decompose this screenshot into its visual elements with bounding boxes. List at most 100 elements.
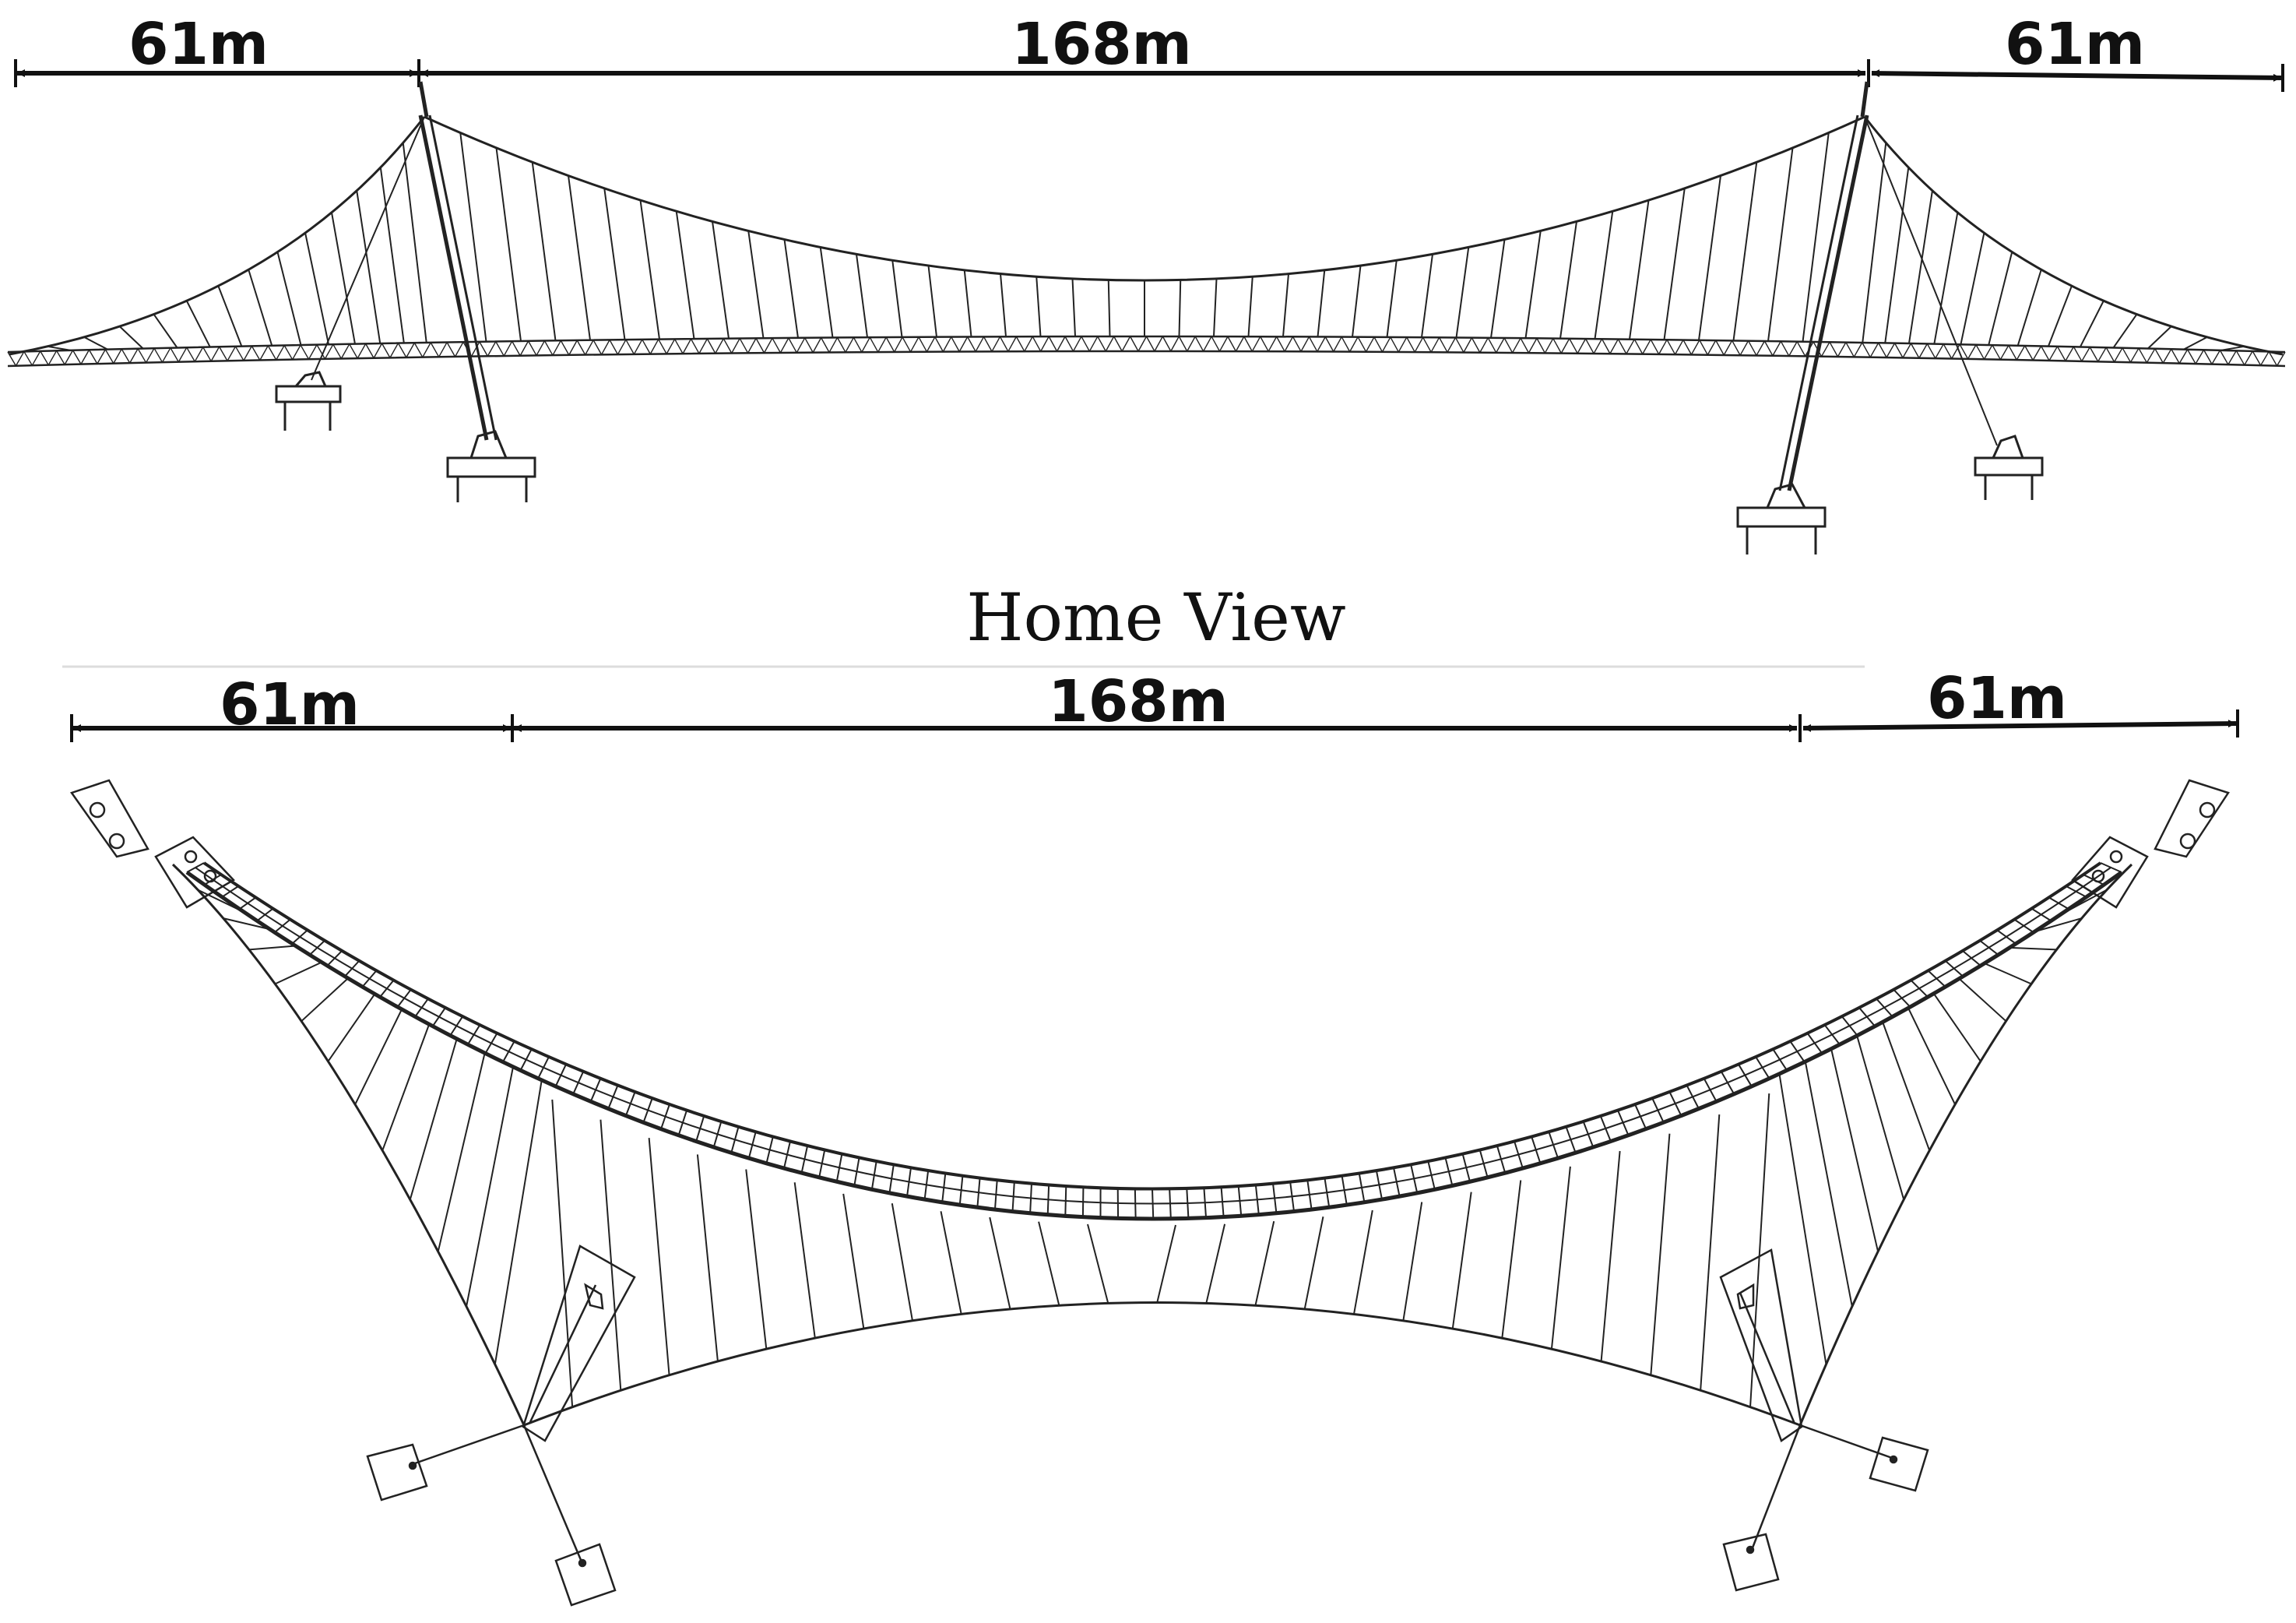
elevation-structure — [8, 82, 2285, 554]
elevation-truss-member — [2082, 347, 2090, 361]
elevation-truss-member — [699, 339, 707, 354]
elevation-truss-member — [203, 347, 211, 361]
elevation-truss-member — [520, 341, 528, 356]
elevation-pylon-top-left — [420, 82, 427, 117]
elevation-truss-member — [2220, 350, 2227, 364]
elevation-hanger — [1249, 276, 1253, 336]
elevation-hanger — [1109, 280, 1110, 336]
elevation-truss-member — [585, 340, 593, 355]
elevation-truss-member — [1789, 342, 1797, 357]
elevation-hanger — [305, 233, 329, 344]
plan-cable-left — [173, 864, 524, 1425]
elevation-truss-member — [447, 343, 455, 357]
elevation-span-label-left: 61m — [128, 11, 269, 78]
elevation-truss-member — [732, 339, 740, 354]
elevation-truss-member — [1903, 343, 1911, 357]
elevation-truss-member — [1382, 337, 1390, 352]
elevation-truss-member — [374, 343, 381, 358]
elevation-truss-member — [1471, 338, 1479, 353]
elevation-truss-member — [2033, 346, 2041, 360]
plan-hanger — [1750, 1093, 1769, 1407]
elevation-truss-member — [1943, 344, 1951, 359]
elevation-truss-member — [902, 337, 910, 352]
elevation-hanger — [187, 301, 210, 347]
plan-abutment-right-outer — [2155, 780, 2228, 857]
elevation-pier-left-main — [448, 431, 535, 502]
plan-hanger — [552, 1100, 572, 1407]
plan-hanger — [2009, 948, 2056, 949]
elevation-truss-member — [309, 345, 317, 360]
plan-hanger — [1883, 1023, 1929, 1151]
plan-hanger — [438, 1053, 485, 1252]
elevation-hanger — [1036, 276, 1040, 336]
elevation-truss-member — [1089, 336, 1097, 351]
elevation-truss-member — [1643, 340, 1651, 354]
elevation-truss-member — [357, 343, 365, 358]
elevation-backstay-right — [1865, 117, 2283, 354]
elevation-truss-member — [414, 343, 422, 357]
elevation-hanger — [533, 162, 556, 340]
plan-hanger — [1157, 1225, 1176, 1303]
elevation-truss-member — [1700, 340, 1707, 355]
plan-hanger — [1403, 1202, 1422, 1321]
elevation-truss-member — [1545, 339, 1552, 354]
plan-hanger — [746, 1169, 766, 1349]
elevation-truss-member — [32, 351, 40, 365]
elevation-truss-member — [1041, 336, 1049, 351]
elevation-truss-member — [1488, 338, 1496, 353]
elevation-truss-member — [1773, 341, 1781, 356]
elevation-truss-member — [65, 350, 72, 364]
elevation-truss-member — [895, 337, 902, 352]
elevation-hanger — [1699, 176, 1721, 340]
plan-hanger — [1305, 1216, 1324, 1309]
elevation-hanger — [821, 247, 833, 337]
elevation-truss-member — [813, 338, 821, 353]
elevation-truss-member — [406, 343, 414, 357]
elevation-truss-member — [544, 341, 552, 356]
plan-hanger — [301, 978, 348, 1021]
plan-anchor-left-b — [524, 1425, 615, 1605]
elevation-truss-member — [2179, 350, 2187, 364]
plan-hanger — [355, 1009, 402, 1104]
plan-hanger — [382, 1024, 429, 1150]
elevation-truss-member — [992, 336, 1000, 351]
plan-anchor-left-a — [367, 1425, 524, 1500]
elevation-truss-member — [1455, 337, 1463, 352]
elevation-truss-member — [105, 350, 113, 364]
elevation-truss-member — [1130, 336, 1138, 351]
plan-hanger — [1602, 1151, 1620, 1361]
elevation-truss-member — [1440, 337, 1447, 352]
elevation-truss-member — [617, 340, 625, 354]
elevation-truss-member — [838, 337, 846, 352]
elevation-truss-member — [1195, 336, 1203, 351]
elevation-truss-member — [2073, 347, 2081, 361]
plan-hanger — [1255, 1221, 1274, 1305]
elevation-truss-member — [260, 346, 268, 361]
elevation-truss-member — [561, 340, 568, 355]
elevation-truss-member — [1236, 336, 1243, 351]
elevation-truss-member — [2066, 347, 2073, 361]
elevation-truss-member — [1936, 344, 1943, 358]
elevation-truss-member — [716, 339, 723, 354]
elevation-truss-member — [1707, 340, 1715, 355]
elevation-truss-member — [211, 347, 219, 361]
elevation-truss-member — [1171, 336, 1179, 351]
elevation-truss-member — [431, 343, 438, 357]
elevation-truss-member — [1886, 343, 1894, 357]
elevation-hanger — [785, 240, 799, 338]
elevation-hanger — [218, 286, 241, 346]
plan-hanger — [1552, 1167, 1570, 1349]
elevation-truss-member — [2252, 351, 2260, 365]
elevation-hanger — [1988, 252, 2012, 345]
plan-hanger — [1453, 1192, 1471, 1329]
elevation-truss-member — [886, 337, 894, 352]
elevation-truss-member — [723, 339, 731, 354]
elevation-truss-member — [236, 347, 244, 361]
elevation-truss-member — [1032, 336, 1040, 351]
elevation-hanger — [1768, 148, 1793, 341]
elevation-truss-member — [48, 350, 56, 364]
elevation-truss-member — [1464, 338, 1471, 353]
elevation-truss-member — [1122, 336, 1130, 351]
elevation-truss-member — [1114, 336, 1122, 351]
elevation-truss-member — [691, 339, 699, 354]
